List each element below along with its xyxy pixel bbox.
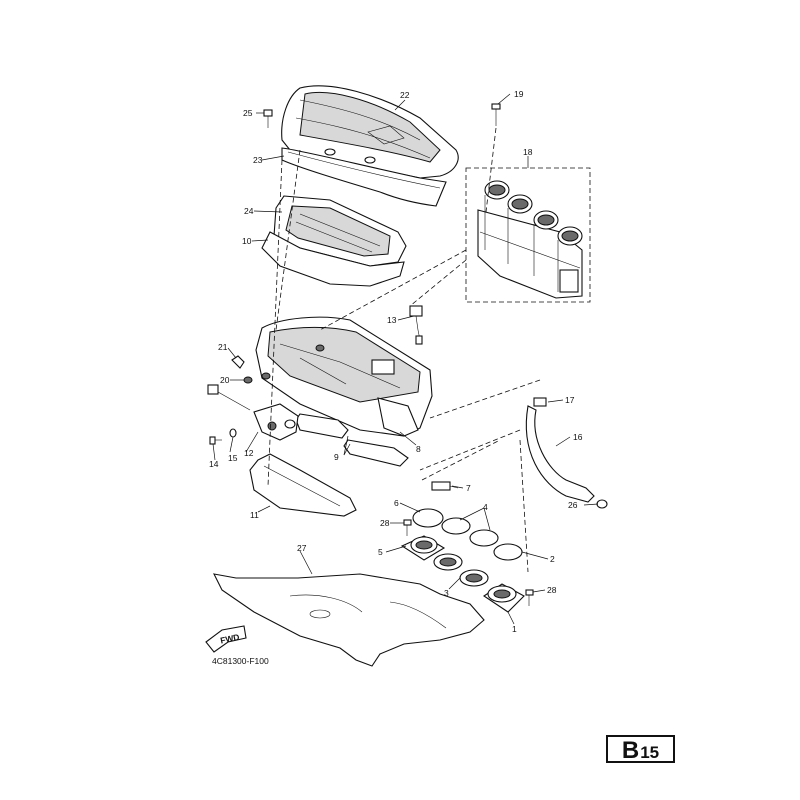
joint-seal-lower	[343, 439, 409, 467]
callout-4: 4	[483, 502, 488, 512]
hose-clamp-2	[493, 543, 523, 561]
callout-28-bottom: 28	[547, 585, 557, 595]
page-code-letter: B	[621, 737, 640, 764]
page-code-number: 15	[640, 743, 660, 762]
element-10	[261, 231, 405, 287]
seal-23	[281, 147, 447, 207]
duct-11	[249, 453, 357, 517]
bolt-14	[209, 436, 222, 445]
callout-8: 8	[416, 444, 421, 454]
hose-clamp-6	[412, 508, 444, 528]
bolt-19	[491, 103, 501, 126]
callout-26: 26	[568, 500, 578, 510]
drawing-code: 4C81300-F100	[212, 656, 269, 666]
throttle-body-joint-1	[483, 583, 525, 613]
fwd-label: FWD	[219, 632, 240, 646]
bracket-12	[253, 403, 299, 441]
screw-28b	[525, 589, 534, 606]
callout-27: 27	[297, 543, 307, 553]
throttle-body-joint-5	[400, 535, 446, 561]
callout-13: 13	[387, 315, 397, 325]
throttle-body-assy-box	[465, 167, 591, 303]
clamp-21	[231, 355, 245, 369]
callout-18: 18	[523, 147, 533, 157]
hose-clamp-4b	[469, 529, 499, 547]
callout-6: 6	[394, 498, 399, 508]
callout-7: 7	[466, 483, 471, 493]
throttle-body-joint-3b	[459, 569, 489, 587]
callout-3: 3	[444, 588, 449, 598]
callout-16: 16	[573, 432, 583, 442]
fwd-arrow-icon: FWD	[205, 625, 247, 653]
callout-21: 21	[218, 342, 228, 352]
sensor-7	[431, 481, 459, 491]
callout-28-top: 28	[380, 518, 390, 528]
throttle-body-assy	[477, 180, 583, 299]
callout-25: 25	[243, 108, 253, 118]
callout-10: 10	[242, 236, 252, 246]
callout-22: 22	[400, 90, 410, 100]
callout-19: 19	[514, 89, 524, 99]
callout-20: 20	[220, 375, 230, 385]
callout-9: 9	[334, 452, 339, 462]
air-filter-case-lower	[255, 316, 433, 437]
washer-15	[229, 428, 237, 438]
plate-27	[213, 573, 485, 667]
air-filter-case-cover	[281, 85, 459, 179]
clip-26	[596, 499, 608, 509]
callout-1: 1	[512, 624, 517, 634]
leader-19-to-throttle	[485, 127, 497, 213]
hose-clamp-4a	[441, 517, 471, 535]
breather-hose-16	[525, 397, 595, 503]
throttle-body-joint-3a	[433, 553, 463, 571]
callout-12: 12	[244, 448, 254, 458]
callout-17: 17	[565, 395, 575, 405]
bolt-25	[263, 109, 273, 128]
sensor-connector	[207, 384, 251, 411]
callout-23: 23	[253, 155, 263, 165]
connector-13	[409, 305, 423, 345]
callout-14: 14	[209, 459, 219, 469]
callout-24: 24	[244, 206, 254, 216]
element-holder	[273, 195, 407, 267]
callout-5: 5	[378, 547, 383, 557]
grommet-20	[243, 376, 253, 384]
screw-28a	[403, 519, 412, 536]
callout-2: 2	[550, 554, 555, 564]
callout-15: 15	[228, 453, 238, 463]
callout-11: 11	[250, 510, 259, 520]
